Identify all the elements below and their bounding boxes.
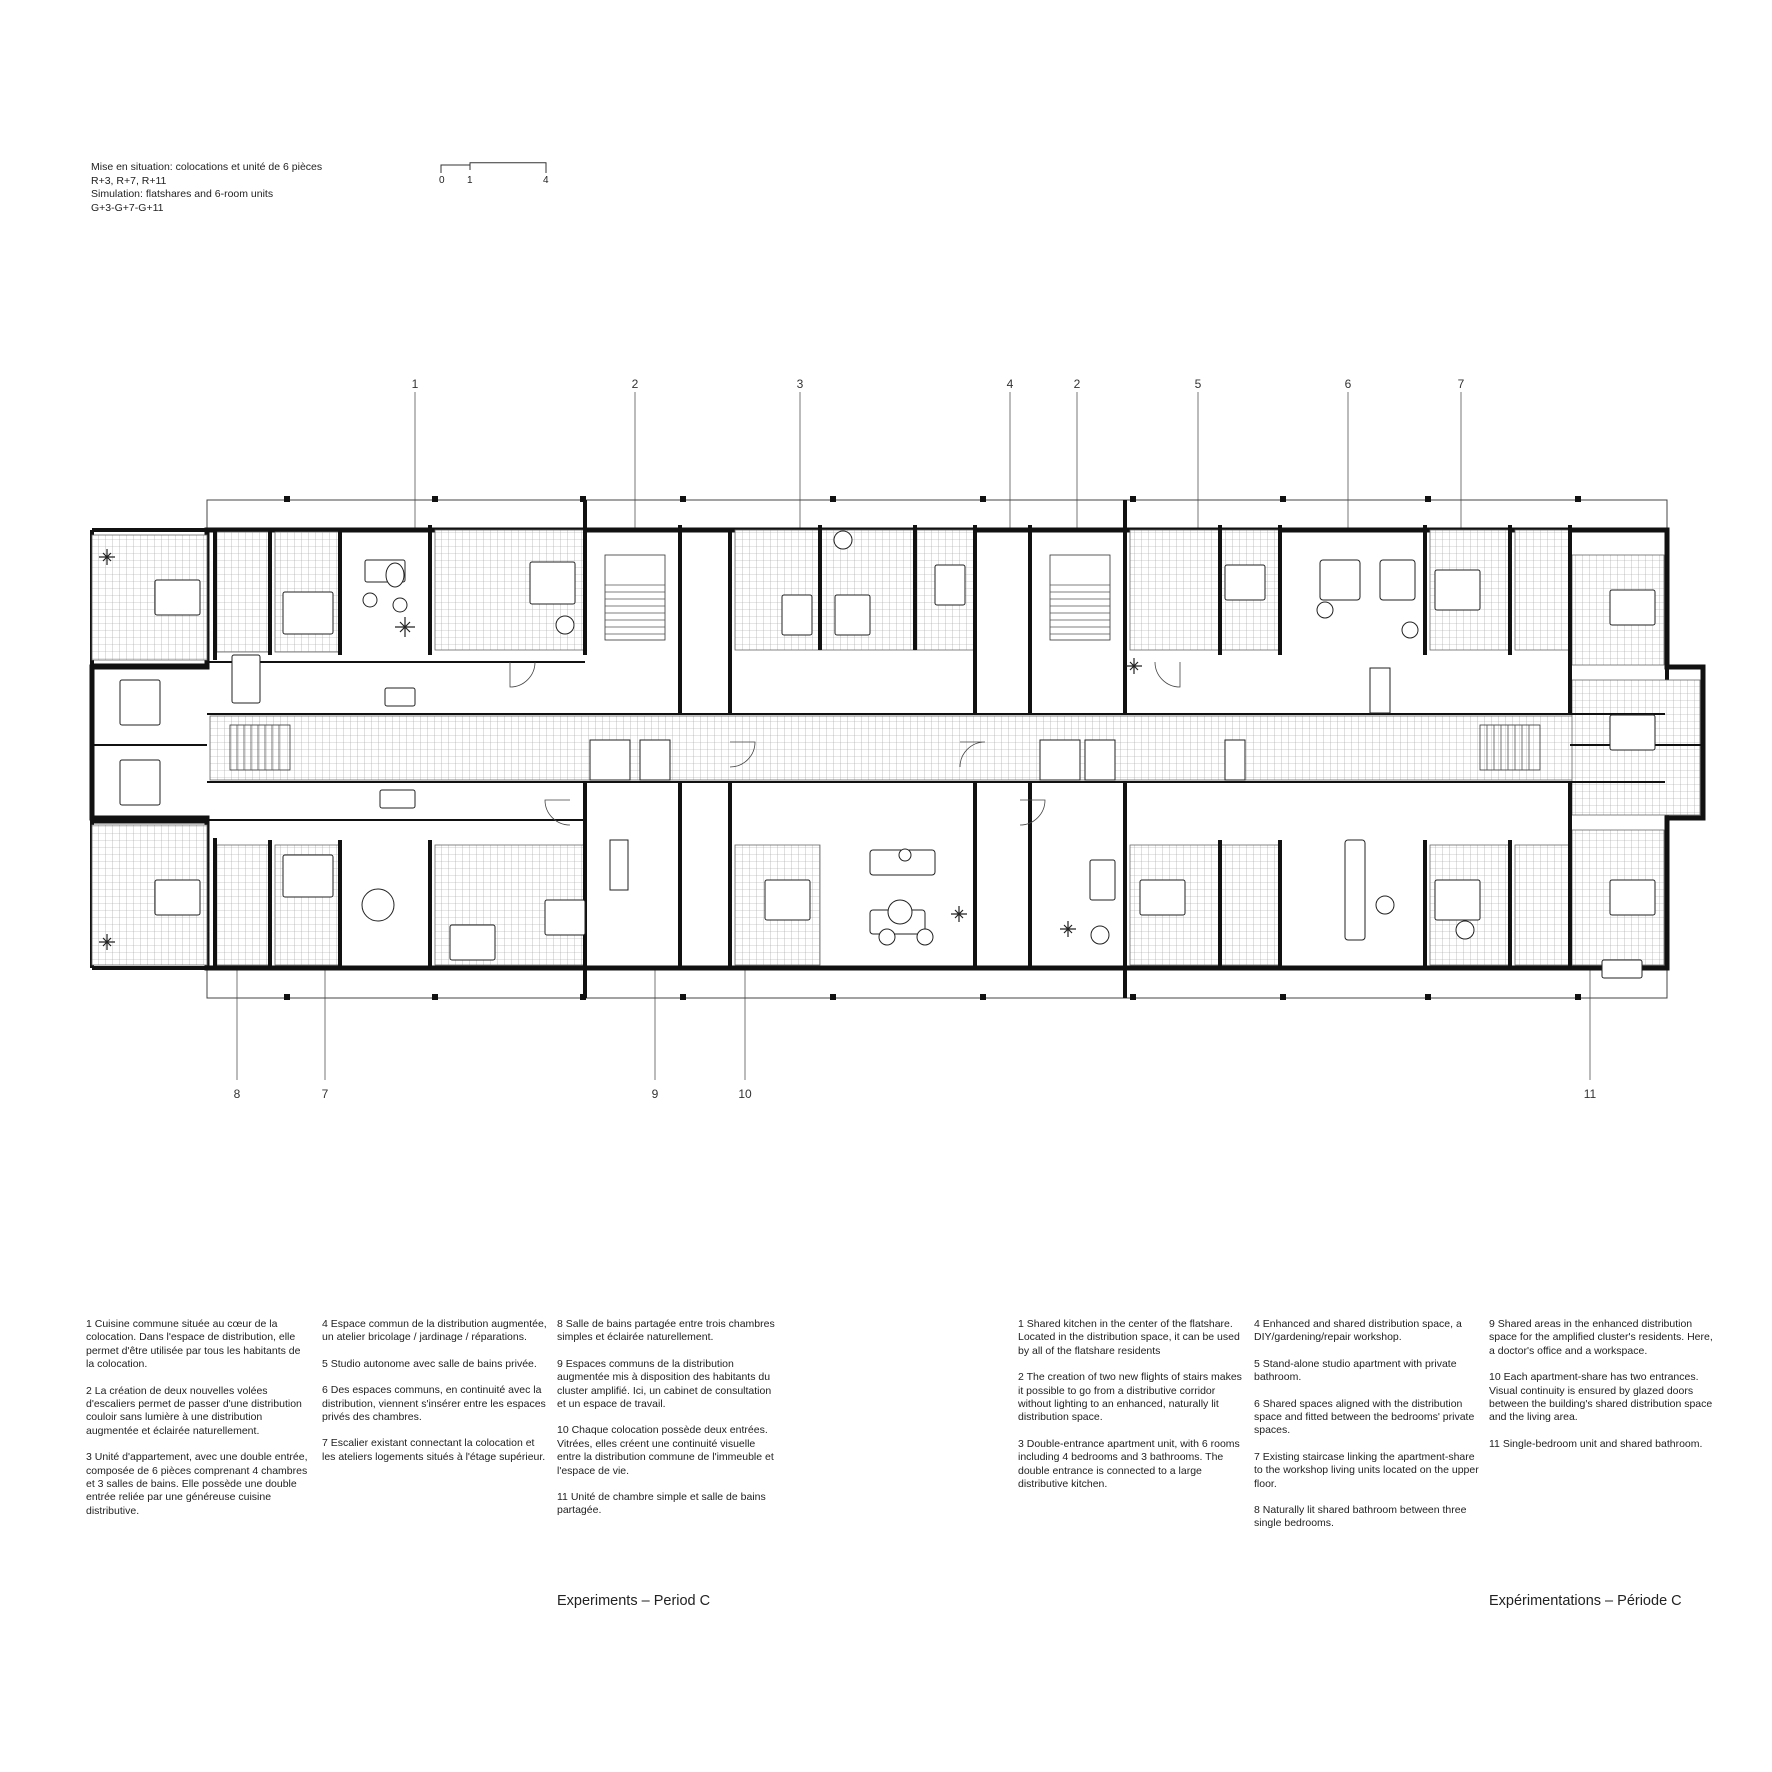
note-fr-1: 1 Cuisine commune située au cœur de la c… [86, 1318, 301, 1371]
note-fr-8: 8 Salle de bains partagée entre trois ch… [557, 1318, 775, 1344]
caption-line-1: Mise en situation: colocations et unité … [91, 161, 323, 173]
note-en-7: 7 Existing staircase linking the apartme… [1254, 1450, 1479, 1490]
footer-right: Expérimentations – Période C [1489, 1593, 1682, 1609]
note-en-2: 2 The creation of two new flights of sta… [1018, 1371, 1242, 1424]
notes-en-col-3: 9 Shared areas in the enhanced distribut… [1489, 1318, 1714, 1464]
callout-bottom-10: 10 [738, 1087, 752, 1101]
callouts: 1 2 3 4 2 5 6 7 8 7 9 10 11 [234, 377, 1597, 1101]
scale-bar: 0 1 4 [439, 162, 550, 186]
callout-top-7: 7 [1458, 377, 1465, 391]
note-en-1: 1 Shared kitchen in the center of the fl… [1018, 1318, 1240, 1357]
callout-top-4: 4 [1007, 377, 1014, 391]
scale-label-1: 1 [467, 175, 473, 186]
notes-fr-col-2: 4 Espace commun de la distribution augme… [322, 1318, 547, 1477]
scale-bar-graphic [440, 162, 547, 173]
note-fr-10: 10 Chaque colocation possède deux entrée… [557, 1424, 774, 1477]
caption-line-4: G+3-G+7-G+11 [91, 201, 164, 214]
scale-label-0: 0 [439, 175, 445, 186]
notes-en-col-1: 1 Shared kitchen in the center of the fl… [1018, 1318, 1243, 1504]
notes-fr-col-1: 1 Cuisine commune située au cœur de la c… [86, 1318, 311, 1531]
furniture-living [231, 559, 1643, 979]
note-en-3: 3 Double-entrance apartment unit, with 6… [1018, 1437, 1240, 1491]
note-en-9: 9 Shared areas in the enhanced distribut… [1489, 1318, 1713, 1357]
note-en-8: 8 Naturally lit shared bathroom between … [1254, 1504, 1467, 1530]
note-en-5: 5 Stand-alone studio apartment with priv… [1254, 1357, 1457, 1384]
notes-fr-col-3: 8 Salle de bains partagée entre trois ch… [557, 1318, 782, 1531]
callout-bottom-9: 9 [652, 1087, 659, 1101]
tiled-areas [91, 529, 1701, 966]
plan-caption: Mise en situation: colocations et unité … [91, 161, 322, 215]
plants [99, 549, 1142, 950]
note-en-4: 4 Enhanced and shared distribution space… [1254, 1318, 1462, 1344]
callout-bottom-7: 7 [322, 1087, 329, 1101]
note-fr-4: 4 Espace commun de la distribution augme… [322, 1318, 547, 1344]
partition-walls [92, 500, 1703, 998]
staircases [229, 554, 1541, 771]
balcony-posts [284, 496, 1581, 1000]
caption-line-3: Simulation: flatshares and 6-room units [91, 188, 274, 201]
note-en-6: 6 Shared spaces aligned with the distrib… [1254, 1397, 1475, 1437]
callout-bottom-8: 8 [234, 1087, 241, 1101]
callout-top-2b: 2 [1074, 377, 1081, 391]
note-fr-9: 9 Espaces communs de la distribution aug… [557, 1357, 772, 1411]
caption-line-2: R+3, R+7, R+11 [91, 174, 167, 187]
scale-label-4: 4 [543, 175, 549, 186]
note-en-10: 10 Each apartment-share has two entrance… [1489, 1371, 1713, 1424]
furniture-chairs [362, 530, 1475, 946]
furniture-beds [119, 561, 1656, 961]
callout-top-5: 5 [1195, 377, 1202, 391]
callout-top-6: 6 [1345, 377, 1352, 391]
note-fr-7: 7 Escalier existant connectant la coloca… [322, 1437, 546, 1463]
note-fr-11: 11 Unité de chambre simple et salle de b… [557, 1491, 766, 1517]
note-fr-2: 2 La création de deux nouvelles volées d… [86, 1384, 302, 1437]
doors [509, 661, 1181, 826]
note-fr-3: 3 Unité d'appartement, avec une double e… [86, 1451, 308, 1517]
callout-bottom-11: 11 [1584, 1087, 1597, 1101]
callout-top-3: 3 [797, 377, 804, 391]
callout-top-1: 1 [412, 377, 419, 391]
footer-left: Experiments – Period C [557, 1593, 711, 1609]
note-fr-5: 5 Studio autonome avec salle de bains pr… [322, 1357, 537, 1370]
note-en-11: 11 Single-bedroom unit and shared bathro… [1489, 1437, 1703, 1450]
note-fr-6: 6 Des espaces communs, en continuité ave… [322, 1384, 546, 1424]
notes-en-col-2: 4 Enhanced and shared distribution space… [1254, 1318, 1479, 1544]
callout-top-2: 2 [632, 377, 639, 391]
